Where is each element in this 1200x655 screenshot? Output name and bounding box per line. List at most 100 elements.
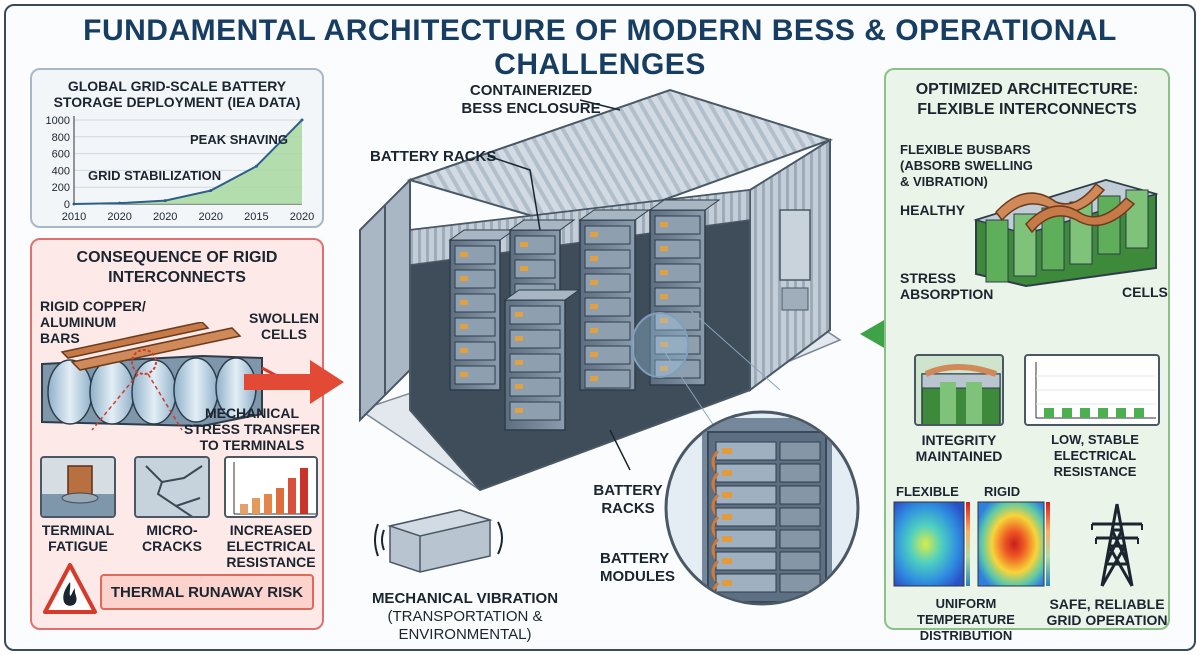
zoomed-terminal — [722, 580, 732, 586]
zoomed-module — [715, 507, 777, 527]
container-vent — [781, 287, 809, 311]
y-tick-label: 1000 — [46, 115, 70, 127]
module-terminal — [515, 384, 523, 389]
enclosure-line1: CONTAINERIZED — [469, 82, 593, 99]
battery-module — [454, 317, 496, 337]
module-terminal — [590, 256, 598, 261]
battery-module — [454, 269, 496, 289]
battery-module — [454, 245, 496, 265]
micro-cracks-thumb — [134, 456, 210, 518]
x-tick-label: 2020 — [290, 211, 314, 223]
y-tick-label: 600 — [52, 149, 70, 161]
flexible-busbar — [995, 182, 1106, 222]
y-tick-label: 200 — [52, 182, 70, 194]
safe-grid-label: SAFE, RELIABLE GRID OPERATION — [1046, 596, 1168, 628]
enclosure-label: CONTAINERIZED BESS ENCLOSURE — [456, 82, 606, 118]
racks-bottom-line1: BATTERY — [593, 482, 663, 499]
low-resistance-label: LOW, STABLE ELECTRICAL RESISTANCE — [1020, 432, 1170, 480]
module-terminal — [460, 300, 468, 305]
stable-resistance-chart-icon — [1035, 362, 1156, 419]
data-point — [163, 199, 167, 203]
module-terminal — [660, 270, 668, 275]
zoomed-module-side — [779, 573, 821, 593]
module-terminal — [590, 328, 598, 333]
module-terminal — [515, 408, 523, 413]
uniform-line1: UNIFORM TEMPERATURE — [917, 596, 1015, 627]
cells-label: CELLS — [1122, 284, 1168, 300]
rigid-bars-line1: RIGID COPPER/ — [40, 298, 146, 314]
y-tick-label: 800 — [52, 132, 70, 144]
battery-racks-group — [448, 199, 721, 431]
cracks-line2: CRACKS — [142, 538, 202, 554]
stress-line3: TO TERMINALS — [199, 437, 305, 453]
annotation-peak-shaving: PEAK SHAVING — [190, 132, 288, 147]
stress-arrow — [244, 360, 344, 404]
micro-cracks-label: MICRO- CRACKS — [128, 522, 216, 554]
page-title: FUNDAMENTAL ARCHITECTURE OF MODERN BESS … — [83, 14, 1117, 81]
zoomed-module — [715, 485, 777, 505]
bess-container-illustration — [358, 88, 842, 540]
swollen-cell-block — [41, 354, 263, 428]
opt-resistance-line2: ELECTRICAL RESISTANCE — [1053, 448, 1137, 479]
module-terminal — [515, 336, 523, 341]
cracks-line1: MICRO- — [146, 522, 198, 538]
stress-absorption-label: STRESS ABSORPTION — [900, 270, 993, 302]
terminal-fatigue-label: TERMINAL FATIGUE — [32, 522, 124, 554]
rigid-title-line2: INTERCONNECTS — [108, 269, 246, 286]
zoomed-module-side — [779, 529, 821, 549]
battery-module — [514, 235, 556, 255]
healthy-cell — [1125, 189, 1149, 249]
module-terminal — [660, 294, 668, 299]
data-point — [209, 189, 213, 193]
busbars-line1: FLEXIBLE BUSBARS — [900, 142, 1031, 157]
rigid-panel-title: CONSEQUENCE OF RIGID INTERCONNECTS — [32, 248, 322, 288]
battery-module — [509, 401, 561, 421]
zoomed-terminal — [722, 492, 732, 498]
zoomed-module — [715, 551, 777, 571]
increased-resistance-label: INCREASED ELECTRICAL RESISTANCE — [218, 522, 324, 570]
rigid-bars-line2: ALUMINUM — [40, 314, 117, 330]
resistance-line2: ELECTRICAL — [226, 538, 316, 554]
battery-module — [654, 239, 701, 259]
swollen-line2: CELLS — [261, 326, 307, 342]
zoomed-module-side — [779, 463, 821, 483]
module-terminal — [460, 252, 468, 257]
chart-title: GLOBAL GRID-SCALE BATTERY STORAGE DEPLOY… — [32, 78, 322, 110]
thermal-runaway-row: THERMAL RUNAWAY RISK — [42, 562, 314, 620]
module-terminal — [660, 222, 668, 227]
battery-modules-label: BATTERY MODULES — [600, 550, 675, 586]
resistance-line3: RESISTANCE — [226, 554, 316, 570]
rigid-copper-bars — [60, 322, 242, 371]
x-tick-label: 2020 — [199, 211, 223, 223]
vibration-line1: MECHANICAL VIBRATION — [371, 590, 559, 607]
crack-icon — [145, 465, 203, 516]
zoomed-module — [715, 529, 777, 549]
stress-callout-lines — [91, 373, 183, 431]
rigid-title-line1: CONSEQUENCE OF RIGID — [76, 249, 278, 266]
x-tick-label: 2010 — [62, 211, 86, 223]
module-terminal — [660, 366, 668, 371]
data-point — [254, 164, 258, 168]
temperature-heatmaps — [893, 501, 1050, 587]
busbars-line2: (ABSORB SWELLING — [900, 158, 1033, 173]
zoomed-module-side — [779, 441, 821, 461]
module-terminal — [515, 312, 523, 317]
deployment-line — [73, 119, 303, 205]
integrity-maintained-label: INTEGRITY MAINTAINED — [900, 432, 1018, 464]
module-terminal — [590, 232, 598, 237]
terminal-fatigue-thumb — [40, 456, 116, 518]
battery-module — [509, 353, 561, 373]
integrity-line2: MAINTAINED — [915, 448, 1003, 464]
battery-module — [584, 345, 631, 365]
battery-module — [509, 329, 561, 349]
chart-title-line1: GLOBAL GRID-SCALE BATTERY — [67, 78, 287, 94]
zoomed-module — [715, 573, 777, 593]
thermal-runaway-box: THERMAL RUNAWAY RISK — [100, 574, 314, 610]
module-terminal — [590, 304, 598, 309]
data-point — [118, 201, 122, 205]
grid-line1: SAFE, RELIABLE — [1049, 596, 1165, 612]
opt-stress-line2: ABSORPTION — [900, 286, 994, 302]
battery-module — [514, 259, 556, 279]
stress-point-marker — [131, 349, 157, 375]
